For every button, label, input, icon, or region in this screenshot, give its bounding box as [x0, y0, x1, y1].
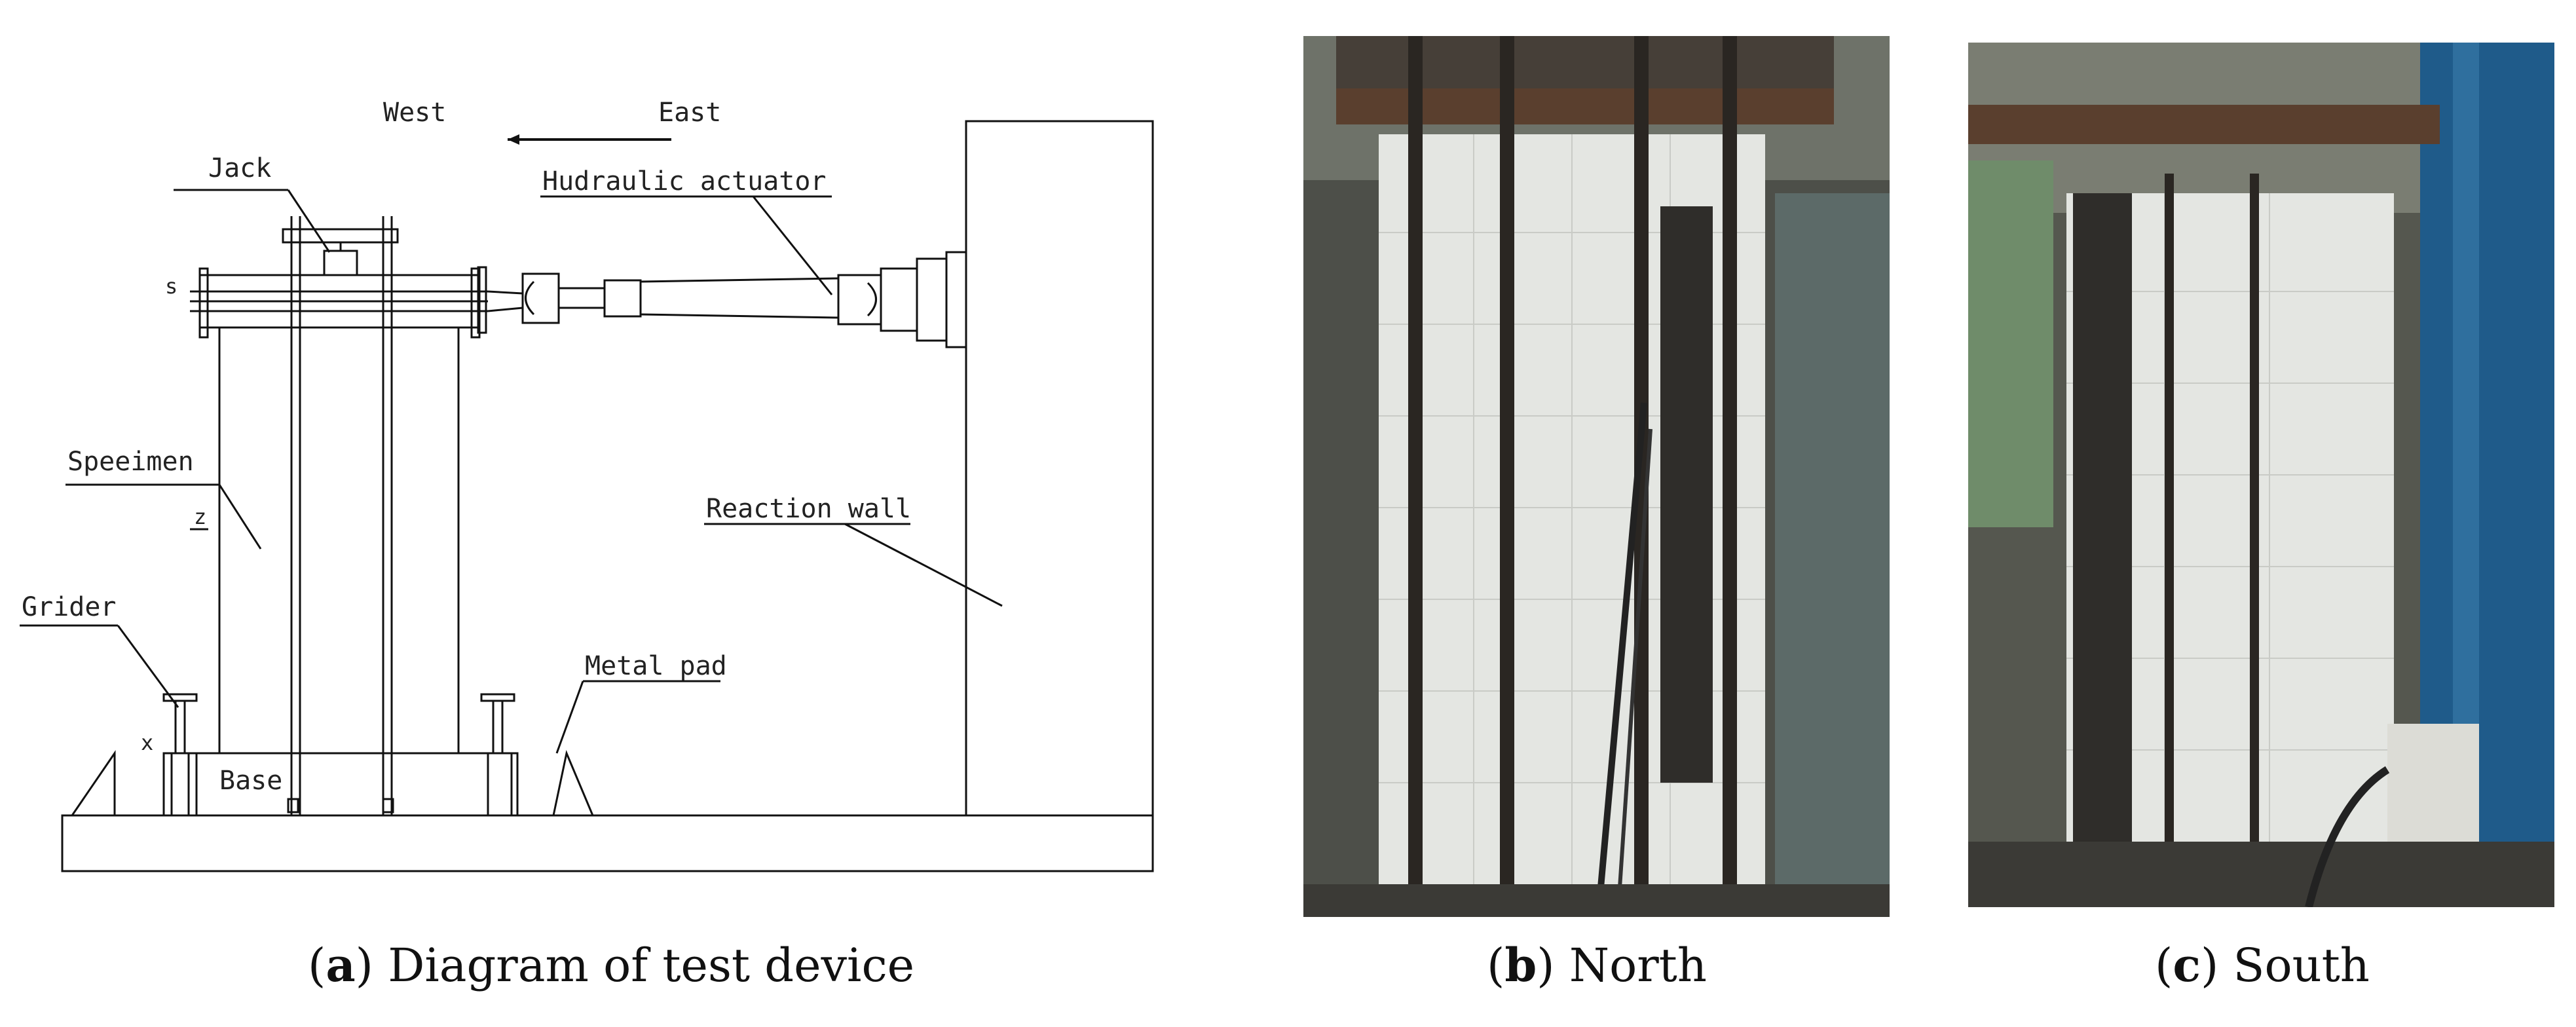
test-device-diagram: West East Jack Hudraulic actuator Speeim…: [0, 0, 1244, 917]
actuator-clevis-right: [837, 274, 882, 326]
reaction-wall-shape: [965, 120, 1154, 817]
diagram-svg: West East Jack Hudraulic actuator Speeim…: [20, 98, 1154, 872]
south-photo: [1968, 43, 2554, 907]
caption-a-text: Diagram of test device: [373, 939, 915, 992]
wall-mount-plate: [945, 251, 967, 348]
actuator-cylinder: [640, 277, 839, 283]
caption-b-text: North: [1554, 939, 1707, 992]
caption-c-tag: c: [2173, 938, 2201, 992]
jack-shape: [323, 250, 358, 276]
base-block: [162, 752, 519, 817]
north-photo: [1303, 36, 1890, 917]
south-instruments: [2073, 193, 2132, 887]
girder-right: [480, 693, 515, 817]
label-actuator: Hudraulic actuator: [542, 166, 826, 196]
ground-slab: [61, 814, 1154, 872]
label-metal-pad: Metal pad: [585, 651, 727, 681]
label-east: East: [658, 98, 721, 128]
label-reaction-wall: Reaction wall: [706, 494, 911, 524]
label-base: Base: [219, 766, 282, 796]
caption-a: (a) Diagram of test device: [308, 938, 915, 992]
south-photo-svg: [1968, 43, 2554, 907]
caption-c: (c) South: [2155, 938, 2370, 992]
label-z-axis: z: [194, 504, 206, 529]
north-instruments: [1660, 206, 1713, 783]
label-x-axis: x: [141, 730, 153, 755]
metal-pad-left: [71, 750, 116, 816]
north-photo-svg: [1303, 36, 1890, 917]
label-jack: Jack: [208, 153, 271, 183]
label-west: West: [383, 98, 446, 128]
girder-left: [162, 693, 198, 817]
caption-b-tag: b: [1504, 938, 1537, 992]
metal-pad-right: [552, 749, 594, 816]
south-top-beam: [1968, 105, 2440, 144]
caption-b: (b) North: [1487, 938, 1707, 992]
caption-a-tag: a: [326, 938, 356, 992]
label-grider: Grider: [22, 592, 117, 622]
caption-c-text: South: [2218, 939, 2370, 992]
actuator-clevis-left: [521, 272, 560, 324]
label-s-axis: s: [165, 274, 177, 299]
label-specimen: Speeimen: [67, 447, 194, 477]
